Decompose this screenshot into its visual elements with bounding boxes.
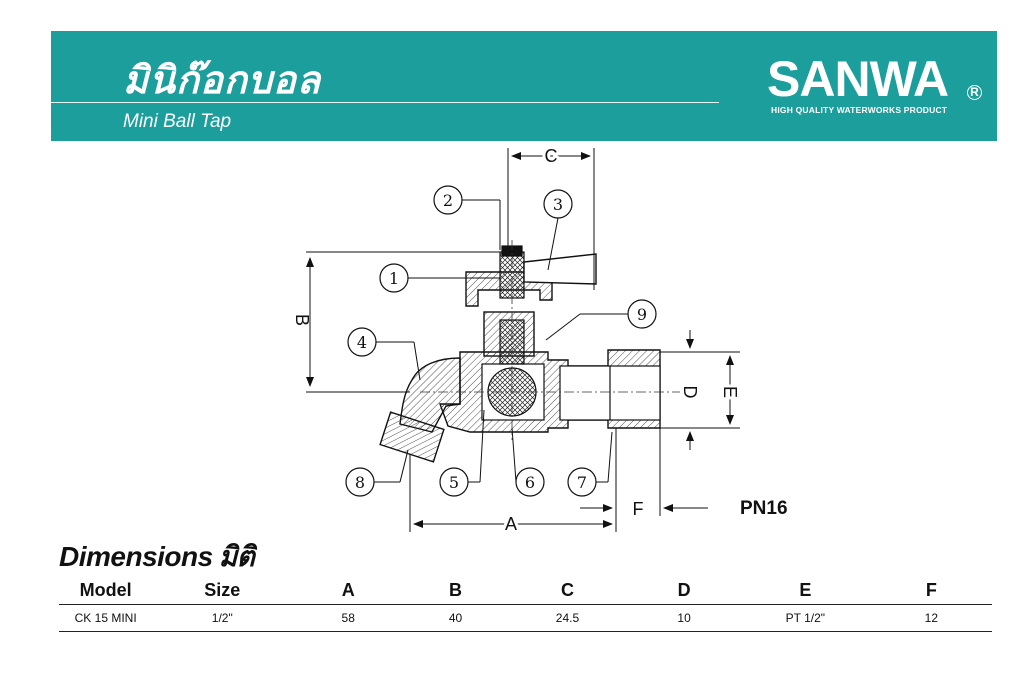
table-row: CK 15 MINI 1/2" 58 40 24.5 10 PT 1/2" 12 bbox=[59, 604, 992, 632]
callout-5: 5 bbox=[439, 467, 469, 497]
callout-8: 8 bbox=[345, 467, 375, 497]
centerline bbox=[420, 240, 680, 440]
cell-size: 1/2" bbox=[152, 604, 293, 632]
cell-b: 40 bbox=[404, 604, 507, 632]
callout-5-number: 5 bbox=[449, 473, 459, 492]
column-header-e: E bbox=[740, 578, 871, 605]
dimensions-heading-english: Dimensions bbox=[59, 541, 213, 572]
callout-2-number: 2 bbox=[443, 191, 453, 210]
callout-9-number: 9 bbox=[637, 305, 647, 324]
column-header-model: Model bbox=[59, 578, 153, 605]
callout-8-number: 8 bbox=[355, 473, 365, 492]
callout-2: 2 bbox=[433, 185, 463, 215]
brand-name: SANWA bbox=[767, 51, 949, 107]
sanwa-logo: SANWA R HIGH QUALITY WATERWORKS PRODUCT bbox=[767, 51, 987, 121]
header-divider bbox=[51, 102, 719, 103]
dim-label-c: C bbox=[545, 146, 558, 166]
callout-6: 6 bbox=[515, 467, 545, 497]
callout-7: 7 bbox=[567, 467, 597, 497]
callout-6-number: 6 bbox=[525, 473, 535, 492]
lever-handle bbox=[523, 253, 597, 285]
product-title-english: Mini Ball Tap bbox=[123, 111, 232, 132]
cell-a: 58 bbox=[292, 604, 405, 632]
dimensions-heading-thai: มิติ bbox=[218, 540, 255, 573]
cell-c: 24.5 bbox=[506, 604, 629, 632]
cell-model: CK 15 MINI bbox=[59, 604, 153, 632]
callout-4-number: 4 bbox=[357, 333, 367, 352]
part-callouts bbox=[374, 199, 628, 483]
callout-4: 4 bbox=[347, 327, 377, 357]
ball-valve bbox=[481, 245, 661, 421]
dim-label-f: F bbox=[633, 499, 644, 519]
dim-label-e: E bbox=[720, 386, 740, 398]
header-banner: มินิก๊อกบอล Mini Ball Tap SANWA R HIGH Q… bbox=[51, 31, 997, 141]
dimension-lines bbox=[306, 148, 740, 532]
callout-3-number: 3 bbox=[553, 195, 563, 214]
pressure-rating: PN16 bbox=[740, 498, 788, 519]
brand-tagline: HIGH QUALITY WATERWORKS PRODUCT bbox=[771, 105, 948, 115]
ball-tap-technical-drawing: B C A F D E PN16 1 2 3 bbox=[292, 143, 788, 537]
cell-f: 12 bbox=[870, 604, 992, 632]
dim-label-b: B bbox=[292, 314, 312, 326]
column-header-f: F bbox=[870, 578, 992, 605]
dim-label-d: D bbox=[680, 386, 700, 399]
cell-d: 10 bbox=[628, 604, 741, 632]
column-header-b: B bbox=[404, 578, 507, 605]
callout-7-number: 7 bbox=[577, 473, 587, 492]
registered-mark-icon: R bbox=[967, 85, 982, 100]
callout-1-number: 1 bbox=[389, 269, 399, 288]
dimensions-table: Model Size A B C D E F CK 15 MINI 1/2" 5… bbox=[59, 578, 992, 632]
cell-e: PT 1/2" bbox=[740, 604, 871, 632]
column-header-a: A bbox=[292, 578, 405, 605]
product-title-thai: มินิก๊อกบอล bbox=[123, 58, 322, 102]
column-header-c: C bbox=[506, 578, 629, 605]
callout-3: 3 bbox=[543, 189, 573, 219]
callout-9: 9 bbox=[627, 299, 657, 329]
column-header-d: D bbox=[628, 578, 741, 605]
column-header-size: Size bbox=[152, 578, 293, 605]
table-header-row: Model Size A B C D E F bbox=[59, 578, 992, 605]
callout-1: 1 bbox=[379, 263, 409, 293]
dim-label-a: A bbox=[505, 514, 517, 534]
